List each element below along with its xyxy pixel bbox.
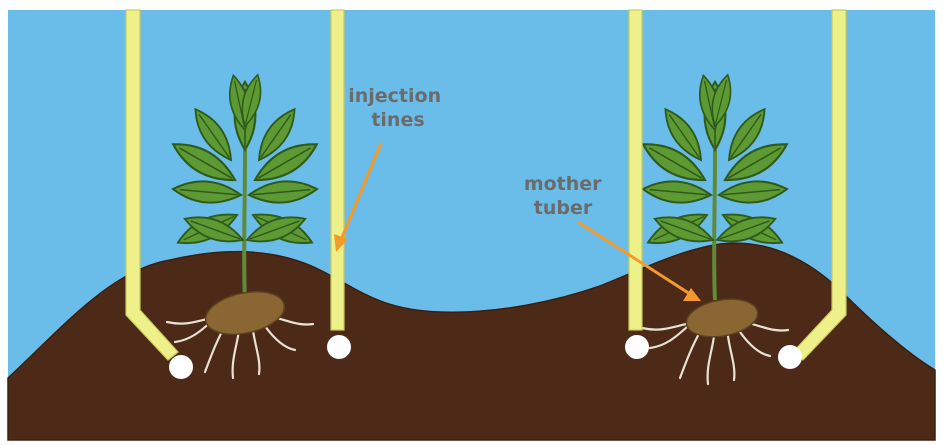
label-mother-line2: tuber (534, 197, 593, 219)
injection-tine-3 (629, 10, 642, 330)
injection-point-4 (778, 345, 802, 369)
label-injection-line2: tines (371, 109, 424, 131)
injection-tine-2 (331, 10, 344, 330)
label-mother-line1: mother (524, 173, 602, 195)
injection-point-1 (169, 355, 193, 379)
label-injection-line1: injection (348, 85, 441, 107)
injection-point-3 (625, 335, 649, 359)
injection-point-2 (327, 335, 351, 359)
